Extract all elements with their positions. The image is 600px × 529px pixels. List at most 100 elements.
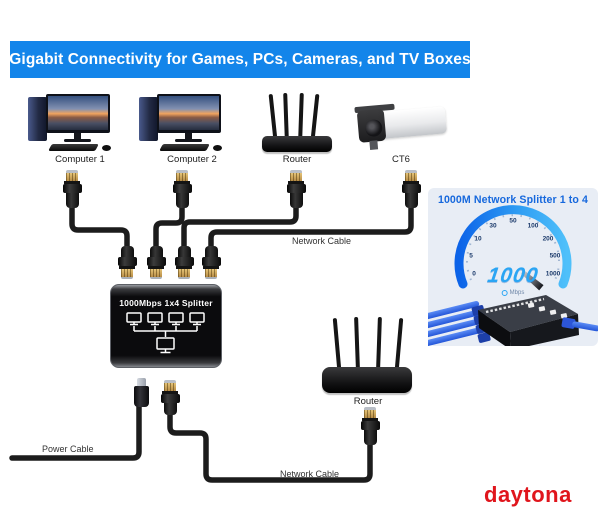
plug-gold-tip bbox=[121, 269, 133, 277]
power-plug-icon bbox=[131, 378, 151, 407]
banner-title: Gigabit Connectivity for Games, PCs, Cam… bbox=[9, 50, 471, 68]
gauge-tick: 10 bbox=[474, 235, 482, 243]
rj45-plug-splitter-port1-icon bbox=[117, 246, 137, 279]
plug-body bbox=[363, 430, 377, 445]
rj45-plug-camera-icon bbox=[401, 170, 421, 208]
monitor-stand bbox=[74, 133, 81, 139]
plug-neck bbox=[64, 181, 80, 184]
gauge-tick: 0 bbox=[472, 270, 476, 278]
plug-neck bbox=[362, 418, 378, 421]
panel-title: 1000M Network Splitter 1 to 4 bbox=[437, 194, 589, 206]
antenna-icon bbox=[283, 92, 289, 140]
network-cable-line-bottom bbox=[167, 407, 373, 483]
plug-cap bbox=[405, 170, 417, 173]
rj45-plug-splitter-input-icon bbox=[160, 380, 180, 415]
plug-body bbox=[404, 193, 418, 208]
gauge-tick: 30 bbox=[489, 222, 497, 230]
power-cable-label: Power Cable bbox=[42, 444, 94, 454]
device-label-stripe bbox=[485, 297, 545, 314]
gauge-unit-label: Mbps bbox=[509, 290, 525, 296]
plug-gold-tip bbox=[176, 173, 188, 181]
rj45-plug-router-icon bbox=[286, 170, 306, 208]
camera-bracket bbox=[369, 140, 379, 150]
plug-gold-tip bbox=[205, 269, 217, 277]
blue-cable-right-icon bbox=[561, 317, 598, 332]
plug-neck bbox=[176, 266, 192, 269]
plug-neck bbox=[162, 391, 178, 394]
plug-body bbox=[120, 246, 134, 257]
plug-neck bbox=[288, 181, 304, 184]
rj45-plug-splitter-port3-icon bbox=[174, 246, 194, 279]
monitor-screen bbox=[159, 96, 219, 130]
camera-body-group bbox=[354, 100, 451, 150]
antenna-icon bbox=[354, 316, 360, 370]
antenna-icon bbox=[376, 316, 382, 370]
antenna-icon bbox=[310, 93, 319, 141]
plug-gold-tip bbox=[150, 269, 162, 277]
camera-lens-icon bbox=[364, 118, 383, 138]
computer-1-label: Computer 1 bbox=[55, 154, 105, 165]
plug-collar bbox=[401, 184, 421, 193]
keyboard-icon bbox=[159, 144, 210, 151]
plug-collar bbox=[286, 184, 306, 193]
mouse-icon bbox=[102, 145, 111, 151]
monitor-icon bbox=[157, 94, 221, 133]
plug-metal-tip bbox=[136, 378, 146, 386]
plug-gold-tip bbox=[405, 173, 417, 181]
camera-graphic bbox=[354, 100, 451, 150]
gauge-tick: 500 bbox=[549, 252, 561, 260]
plug-body bbox=[163, 403, 177, 415]
plug-collar bbox=[174, 257, 194, 266]
plug-body bbox=[149, 246, 163, 257]
plug-cap bbox=[364, 407, 376, 410]
plug-collar bbox=[62, 184, 82, 193]
plug-cap bbox=[150, 277, 162, 279]
port-icons bbox=[527, 302, 568, 319]
splitter-box: 1000Mbps 1x4 Splitter bbox=[110, 284, 222, 368]
antenna-icon bbox=[332, 317, 342, 371]
plug-body bbox=[133, 386, 149, 407]
gauge-needle-icon bbox=[520, 270, 544, 291]
antenna-icon bbox=[268, 93, 277, 141]
mouse-icon bbox=[213, 145, 222, 151]
pc-tower-icon bbox=[139, 97, 158, 141]
cable-computer1-to-splitter bbox=[69, 205, 130, 251]
brand-logo: daytona bbox=[484, 482, 572, 507]
plug-gold-tip bbox=[364, 410, 376, 418]
monitor-stand bbox=[185, 133, 192, 139]
plug-gold-tip bbox=[66, 173, 78, 181]
router-body bbox=[322, 367, 412, 393]
computer-2-graphic bbox=[139, 94, 225, 154]
plug-neck bbox=[148, 266, 164, 269]
splitter-device-icon bbox=[478, 295, 579, 346]
rj45-plug-splitter-port2-icon bbox=[146, 246, 166, 279]
splitter-topology-icon bbox=[126, 312, 205, 354]
computer-2-label: Computer 2 bbox=[167, 154, 217, 165]
plug-collar bbox=[146, 257, 166, 266]
promo-panel: 1000M Network Splitter 1 to 4 bbox=[428, 188, 598, 346]
gauge-tick: 1000 bbox=[545, 270, 561, 278]
plug-body bbox=[204, 246, 218, 257]
gauge-tick: 50 bbox=[509, 217, 517, 225]
splitter-label: 1000Mbps 1x4 Splitter bbox=[119, 298, 213, 308]
plug-collar bbox=[201, 257, 221, 266]
plug-body bbox=[177, 246, 191, 257]
monitor-base bbox=[64, 139, 91, 142]
plug-cap bbox=[66, 170, 78, 173]
plug-collar bbox=[360, 421, 380, 430]
plug-neck bbox=[174, 181, 190, 184]
plug-neck bbox=[403, 181, 419, 184]
gauge-tick: 5 bbox=[469, 252, 473, 260]
plug-cap bbox=[121, 277, 133, 279]
antenna-icon bbox=[298, 92, 304, 140]
plug-body bbox=[289, 193, 303, 208]
banner: Gigabit Connectivity for Games, PCs, Cam… bbox=[9, 41, 471, 78]
splitter-product-photo bbox=[428, 295, 598, 346]
plug-collar bbox=[172, 184, 192, 193]
plug-cap bbox=[164, 380, 176, 383]
network-cable-label-bottom: Network Cable bbox=[280, 469, 340, 479]
plug-cap bbox=[178, 277, 190, 279]
cable-router-to-splitter bbox=[181, 205, 299, 251]
router-bottom-label: Router bbox=[353, 396, 383, 407]
monitor-base bbox=[175, 139, 202, 142]
